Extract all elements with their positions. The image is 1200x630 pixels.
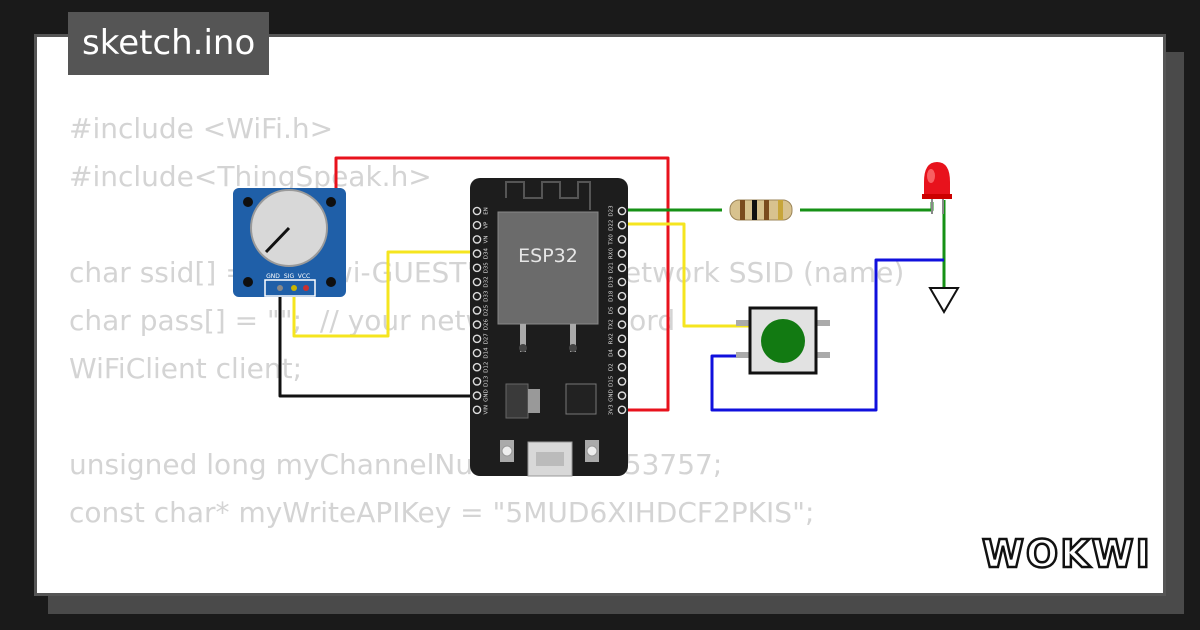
wokwi-logo: WOKWI [981,531,1152,575]
code-line: WiFiClient client; [69,352,302,385]
esp32-pin [472,306,482,315]
esp32-pin [617,334,627,344]
esp32-module [497,211,599,325]
led [922,162,952,214]
esp32-pin [617,391,627,400]
wire-yellow-button [622,222,750,328]
esp32-pin-label: VIN [484,405,490,415]
esp32-pin [472,320,482,329]
svg-text:WOKWI: WOKWI [982,532,1152,575]
esp32-pin [617,249,627,258]
esp32-board: ESP32 ENVPVND34D35D32D33D25D26D27D14D12D… [470,178,628,477]
esp32-pin [472,348,482,358]
esp32-pin [472,263,482,273]
esp32-pin [472,362,482,372]
esp32-pin-label: D18 [609,290,615,302]
esp32-pin-label: TX2 [609,319,615,331]
esp32-pin [472,291,482,301]
esp32-pin-label: RX0 [609,248,615,260]
esp32-pin-label: GND [609,389,615,402]
file-title: sketch.ino [68,12,270,75]
esp32-pin [617,348,627,358]
wire-black [278,292,475,398]
esp32-pin-label: D4 [609,349,615,357]
esp32-pin-label: D22 [609,220,615,231]
esp32-pin [472,334,482,344]
esp32-pin [617,291,627,301]
esp32-pin-label: VN [484,235,490,243]
esp32-pin [472,249,482,258]
wire-yellow-pot [292,250,475,338]
esp32-pin-label: D15 [609,375,615,387]
esp32-pin [472,235,482,244]
esp32-pin-label: D33 [484,290,490,302]
code-line: #include <WiFi.h> [69,112,334,145]
esp32-pin-label: D26 [484,318,490,330]
ground-symbol [928,287,960,314]
esp32-pin [617,263,627,273]
esp32-pin-label: D13 [484,375,490,387]
esp32-pin [617,377,627,386]
code-line: void setup() { [69,585,904,593]
wire-blue [710,258,944,412]
button-cap [761,319,805,363]
esp32-pin-label: VP [484,221,490,229]
esp32-pin-label: TX0 [609,234,615,246]
resistor [729,199,793,221]
wire-green-led [800,202,934,212]
esp32-pin-label: EN [484,207,490,215]
esp32-pin-label: GND [484,389,490,402]
esp32-pin-label: 3V3 [609,404,615,415]
esp32-pin-label: RX2 [609,333,615,344]
push-button [736,306,830,375]
esp32-pin [617,306,627,315]
potentiometer-pin-label: SIG [284,273,295,280]
esp32-pin [617,220,627,230]
esp32-pin-label: D23 [609,205,615,217]
esp32-pin-label: D2 [609,363,615,371]
code-line: const char* myWriteAPIKey = "5MUD6XIHDCF… [69,496,815,529]
esp32-pin [472,277,482,287]
esp32-pin-label: D12 [484,362,490,373]
esp32-pin-label: D35 [484,262,490,274]
esp32-pin [472,206,482,216]
potentiometer-pin-label: VCC [298,273,310,280]
esp32-pin-label: D25 [484,304,490,316]
esp32-pin-label: D27 [484,333,490,345]
esp32-pin [472,405,482,415]
esp32-pin-label: D34 [484,247,490,259]
esp32-pin-label: D14 [484,347,490,359]
esp32-pin [472,391,482,400]
esp32-pin [617,206,627,216]
esp32-pin-label: D32 [484,276,490,287]
esp32-pin [472,220,482,230]
code-line: #include<ThingSpeak.h> [69,160,432,193]
esp32-pin [617,362,627,372]
esp32-pin-label: D19 [609,276,615,288]
potentiometer-pin-label: GND [266,273,280,280]
esp32-pin [617,320,627,329]
esp32-pin [617,405,627,415]
esp32-pin [617,277,627,287]
esp32-label: ESP32 [518,245,578,267]
esp32-pin [472,377,482,386]
esp32-pin-label: D21 [609,262,615,273]
esp32-pin [617,235,627,244]
esp32-pin-label: D5 [609,306,615,314]
